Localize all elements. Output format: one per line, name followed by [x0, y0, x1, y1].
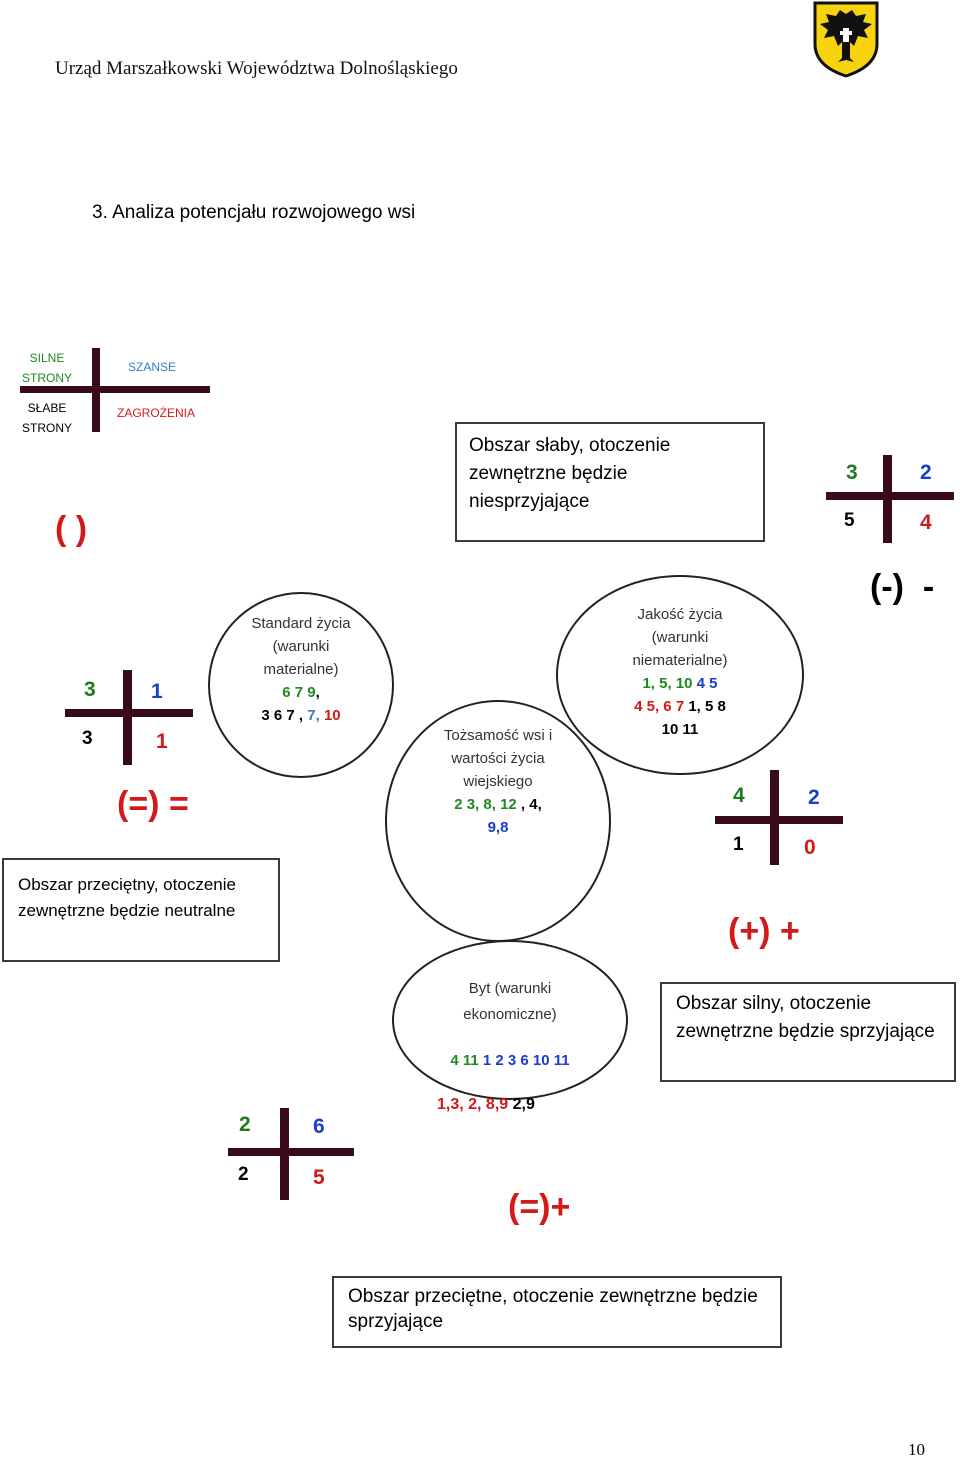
q-right-tr: 2 — [808, 786, 820, 809]
quality-numbers-black: 1, 5 8 — [688, 698, 726, 715]
quality-title-3: niematerialne) — [632, 652, 728, 669]
byt-extra-numbers: 1,3, 2, 8,9 2,9 — [437, 1096, 535, 1114]
section-title: 3. Analiza potencjału rozwojowego wsi — [92, 202, 416, 223]
q-bottom-tl: 2 — [239, 1113, 251, 1136]
eagle-crest-icon — [812, 0, 880, 78]
paren-left: ( ) — [55, 510, 88, 548]
box-weak-area: Obszar słaby, otoczenie zewnętrzne będzi… — [455, 422, 765, 542]
quality-numbers-blue: 4 5 — [696, 675, 718, 692]
quality-numbers-last: 10 11 — [661, 721, 699, 738]
identity-title-3: wiejskiego — [463, 773, 533, 790]
q-topright-bl: 5 — [844, 510, 855, 531]
standard-numbers-black: 3 6 7 , — [261, 707, 308, 724]
q-right-br: 0 — [804, 836, 816, 859]
header-title: Urząd Marszałkowski Województwa Dolnoślą… — [55, 58, 458, 79]
box-average-favourable: Obszar przeciętne, otoczenie zewnętrzne … — [332, 1276, 782, 1348]
q-left-tr: 1 — [151, 680, 163, 703]
q-right-bl: 1 — [733, 834, 744, 855]
q-left-bl: 3 — [82, 728, 93, 749]
byt-extra-red-2: 8,9 — [485, 1096, 513, 1113]
cross-left-horizontal — [65, 709, 193, 717]
cross-topright-horizontal — [826, 492, 954, 500]
q-topright-br: 4 — [920, 511, 932, 534]
circle-standard-of-living: Standard życia (warunki materialne) 6 7 … — [208, 592, 394, 778]
byt-title-1: Byt (warunki — [468, 980, 552, 997]
circle-economic-conditions: Byt (warunki ekonomiczne) 4 11 1 2 3 6 1… — [392, 940, 628, 1100]
byt-extra-red-1: 1,3, 2, — [437, 1096, 486, 1113]
standard-title-3: materialne) — [263, 661, 339, 678]
legend-opportunities: SZANSE — [127, 360, 176, 374]
q-bottom-score: (=)+ — [508, 1188, 571, 1226]
quality-title-2: (warunki — [651, 629, 709, 646]
q-right-tl: 4 — [733, 784, 745, 807]
cross-left-vertical — [123, 670, 132, 765]
quality-numbers-green: 1, 5, 10 — [642, 675, 697, 692]
standard-numbers-sep: , — [315, 684, 320, 701]
q-left-br: 1 — [156, 730, 168, 753]
box-strong-favourable: Obszar silny, otoczenie zewnętrzne będzi… — [660, 982, 956, 1082]
q-topright-score: (-) - — [870, 568, 935, 606]
circle-identity-values: Tożsamość wsi i wartości życia wiejskieg… — [385, 700, 611, 942]
q-left-score: (=) = — [117, 785, 189, 823]
q-topright-tr: 2 — [920, 461, 932, 484]
byt-numbers-green: 4 11 — [450, 1052, 483, 1069]
q-bottom-tr: 6 — [313, 1115, 325, 1138]
byt-numbers-blue: 1 2 3 6 10 11 — [482, 1052, 570, 1069]
q-topright-tl: 3 — [846, 461, 858, 484]
standard-numbers-green: 6 7 9 — [282, 684, 316, 701]
identity-numbers-black: , 4, — [516, 796, 542, 813]
identity-title-1: Tożsamość wsi i — [443, 727, 553, 744]
cross-bottom-horizontal — [228, 1148, 354, 1156]
standard-numbers-blue: 7, — [307, 707, 324, 724]
circle-quality-of-life: Jakość życia (warunki niematerialne) 1, … — [556, 575, 804, 775]
identity-numbers-blue: 9,8 — [487, 819, 509, 836]
quality-title-1: Jakość życia — [637, 606, 723, 623]
standard-title-1: Standard życia — [251, 615, 351, 632]
q-left-tl: 3 — [84, 678, 96, 701]
byt-extra-black: 2,9 — [512, 1096, 535, 1113]
identity-numbers-green: 2 3, 8, 12 — [454, 796, 517, 813]
legend-strong: SILNE STRONY — [21, 351, 72, 385]
legend-cross-horizontal — [20, 386, 210, 393]
quality-numbers-red: 4 5, 6 7 — [634, 698, 689, 715]
q-bottom-br: 5 — [313, 1166, 325, 1189]
identity-title-2: wartości życia — [451, 750, 545, 767]
page-number: 10 — [908, 1440, 925, 1459]
cross-right-horizontal — [715, 816, 843, 824]
standard-title-2: (warunki — [272, 638, 330, 655]
legend-weak: SŁABE STRONY — [21, 401, 72, 435]
q-bottom-bl: 2 — [238, 1164, 249, 1185]
legend-threats: ZAGROŻENIA — [116, 406, 195, 420]
box-average-neutral: Obszar przeciętny, otoczenie zewnętrzne … — [2, 858, 280, 962]
byt-title-2: ekonomiczne) — [463, 1006, 557, 1023]
q-right-score: (+) + — [728, 912, 800, 950]
standard-numbers-red: 10 — [323, 707, 341, 724]
